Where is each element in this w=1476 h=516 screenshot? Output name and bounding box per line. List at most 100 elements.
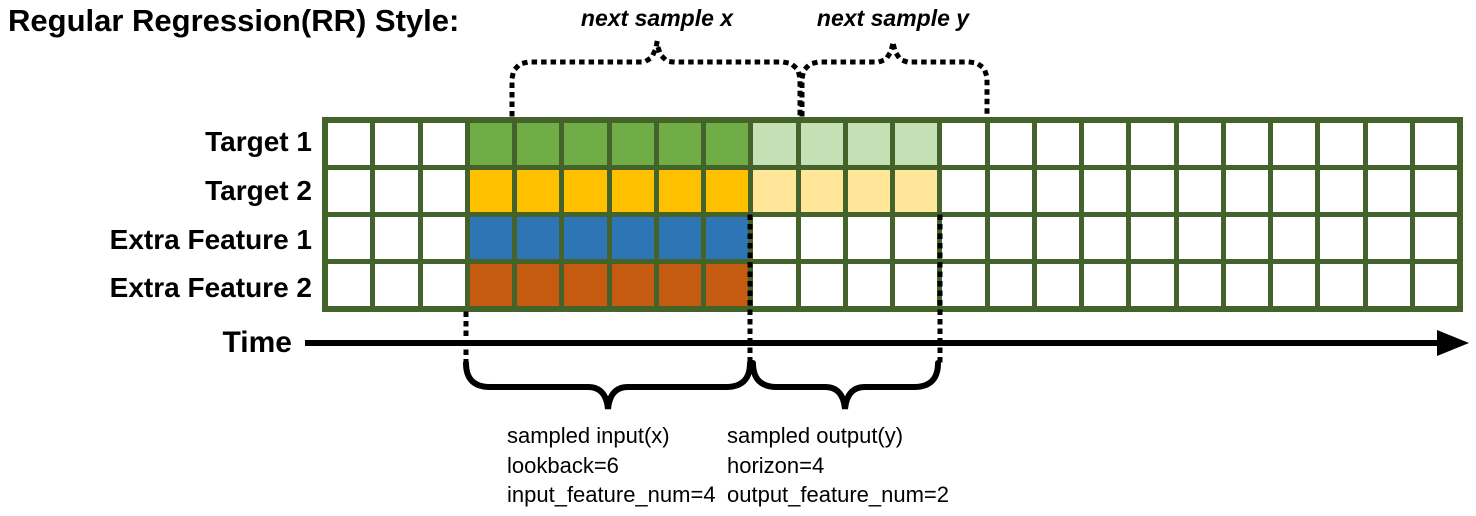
grid-cell — [1320, 264, 1363, 306]
grid-cell — [1036, 217, 1079, 259]
input-feature-num: input_feature_num=4 — [507, 482, 716, 507]
diagram-title: Regular Regression(RR) Style: — [8, 3, 460, 38]
grid-cell — [1273, 170, 1316, 212]
grid-cell — [1036, 123, 1079, 165]
grid-cell — [800, 264, 843, 306]
grid-cell — [1367, 123, 1410, 165]
grid-cell — [989, 123, 1032, 165]
grid-cell — [753, 170, 796, 212]
grid-cell — [942, 170, 985, 212]
grid-cell — [1084, 217, 1127, 259]
next-sample-x-label: next sample x — [580, 5, 734, 31]
grid-cell — [1178, 217, 1221, 259]
grid-cell — [800, 217, 843, 259]
grid-cell — [1225, 170, 1268, 212]
grid-cell — [375, 123, 418, 165]
grid-cell — [1225, 217, 1268, 259]
grid-cell — [611, 264, 654, 306]
grid-cell — [422, 123, 465, 165]
grid-cell — [564, 123, 607, 165]
grid-cell — [564, 264, 607, 306]
grid-cell — [1036, 264, 1079, 306]
grid-cell — [706, 123, 749, 165]
grid-cell — [1178, 123, 1221, 165]
grid-cell — [895, 217, 938, 259]
grid-cell — [895, 170, 938, 212]
grid-cell — [564, 170, 607, 212]
grid-cell — [706, 170, 749, 212]
grid-cell — [895, 123, 938, 165]
grid-cell — [1414, 217, 1457, 259]
grid-cell — [942, 123, 985, 165]
grid-cell — [1414, 264, 1457, 306]
grid-cell — [469, 264, 512, 306]
grid-cell — [658, 217, 701, 259]
grid-cell — [1131, 217, 1174, 259]
grid-cell — [328, 123, 371, 165]
sampled-input-annotation: sampled input(x) lookback=6 input_featur… — [507, 421, 716, 510]
sampled-output-brace — [750, 360, 941, 410]
grid-cell — [328, 217, 371, 259]
grid-cell — [942, 264, 985, 306]
grid-cell — [1178, 264, 1221, 306]
grid-cell — [989, 217, 1032, 259]
grid-cell — [706, 217, 749, 259]
grid-cell — [1320, 170, 1363, 212]
row-label-extra-feature-2: Extra Feature 2 — [109, 272, 312, 303]
grid-cell — [1084, 170, 1127, 212]
grid-cell — [375, 217, 418, 259]
grid-cell — [1320, 123, 1363, 165]
grid-cell — [800, 123, 843, 165]
grid-cell — [517, 123, 560, 165]
next-sample-x-brace — [509, 41, 803, 117]
row-label-column: Target 1 Target 2 Extra Feature 1 Extra … — [0, 0, 312, 312]
grid-cell — [1036, 170, 1079, 212]
grid-cell — [469, 123, 512, 165]
next-sample-y-brace — [799, 41, 990, 117]
grid-cell — [469, 217, 512, 259]
grid-cell — [422, 170, 465, 212]
grid-cell — [658, 264, 701, 306]
row-label-target-1: Target 1 — [205, 126, 312, 157]
time-axis-arrowhead-icon — [1437, 330, 1469, 356]
grid-cell — [800, 170, 843, 212]
grid-cell — [328, 264, 371, 306]
grid-cell — [1131, 264, 1174, 306]
grid-cell — [1084, 264, 1127, 306]
sampled-input-title: sampled input(x) — [507, 423, 670, 448]
grid-cell — [847, 217, 890, 259]
grid-cell — [989, 264, 1032, 306]
grid-cell — [706, 264, 749, 306]
next-sample-y-label: next sample y — [816, 5, 970, 31]
grid-cell — [1225, 123, 1268, 165]
grid-cell — [469, 170, 512, 212]
grid-cell — [847, 170, 890, 212]
grid-cell — [658, 170, 701, 212]
grid-cell — [1273, 217, 1316, 259]
lookback-value: lookback=6 — [507, 452, 619, 478]
grid-cell — [942, 217, 985, 259]
grid-cell — [611, 123, 654, 165]
row-label-target-2: Target 2 — [205, 175, 312, 206]
time-axis-label: Time — [222, 326, 292, 359]
grid-cell — [1178, 170, 1221, 212]
grid-cell — [847, 264, 890, 306]
grid-cell — [753, 123, 796, 165]
grid-cell — [564, 217, 607, 259]
grid-cell — [1320, 217, 1363, 259]
grid-cell — [895, 264, 938, 306]
grid-cell — [1367, 217, 1410, 259]
grid-cell — [1084, 123, 1127, 165]
grid-cell — [989, 170, 1032, 212]
time-series-grid — [322, 117, 1463, 312]
grid-cell — [847, 123, 890, 165]
grid-cell — [753, 264, 796, 306]
grid-cell — [375, 170, 418, 212]
grid-cell — [1414, 123, 1457, 165]
grid-cell — [1367, 264, 1410, 306]
grid-cell — [1367, 170, 1410, 212]
grid-cell — [328, 170, 371, 212]
grid-cell — [517, 217, 560, 259]
grid-cell — [658, 123, 701, 165]
output-feature-num: output_feature_num=2 — [727, 482, 950, 507]
